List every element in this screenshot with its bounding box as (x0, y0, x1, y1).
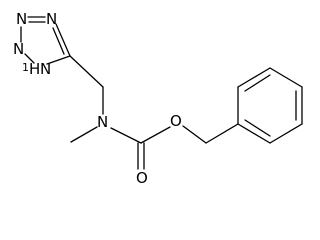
bond-ch2-phenyl (205, 123, 239, 144)
phenyl-bond-2 (237, 67, 271, 88)
bond-n-methyl (70, 126, 98, 143)
atom-n-tetrazole-2: N (16, 10, 27, 28)
atom-n-tetrazole-1: N (46, 10, 57, 28)
bond-n-carbonyl-c (110, 127, 142, 144)
bond-c5-n1 (55, 23, 71, 57)
tetrazole-ring (20, 16, 71, 65)
bond-c5-n1-double (52, 27, 65, 55)
phenyl-inner-double-1 (244, 74, 271, 92)
bond-carbonyl-c-ester-o (140, 126, 171, 144)
phenyl-inner-double-3 (244, 119, 271, 137)
atom-o-carbonyl: O (136, 169, 148, 184)
bond-n3-n4 (24, 53, 35, 64)
benzyl-carbamate-structure: N N N N H 1 N O O (13, 10, 303, 184)
phenyl-bond-3 (269, 67, 303, 88)
bond-ester-o-ch2 (182, 125, 207, 144)
atom-o-ester: O (170, 112, 182, 130)
atom-n-tetrazole-3: N (13, 40, 24, 58)
phenyl-bond-6 (237, 123, 271, 144)
atom-locant-1h: 1 (22, 61, 29, 74)
bond-c5-ch2 (69, 55, 104, 88)
atom-n-amine: N (97, 113, 108, 131)
atom-h-tetrazole-nh: H (29, 60, 40, 78)
phenyl-ring (237, 67, 303, 144)
phenyl-bond-5 (269, 123, 303, 144)
bond-n4-c5 (46, 55, 71, 65)
atom-n-tetrazole-4: N (40, 60, 51, 78)
